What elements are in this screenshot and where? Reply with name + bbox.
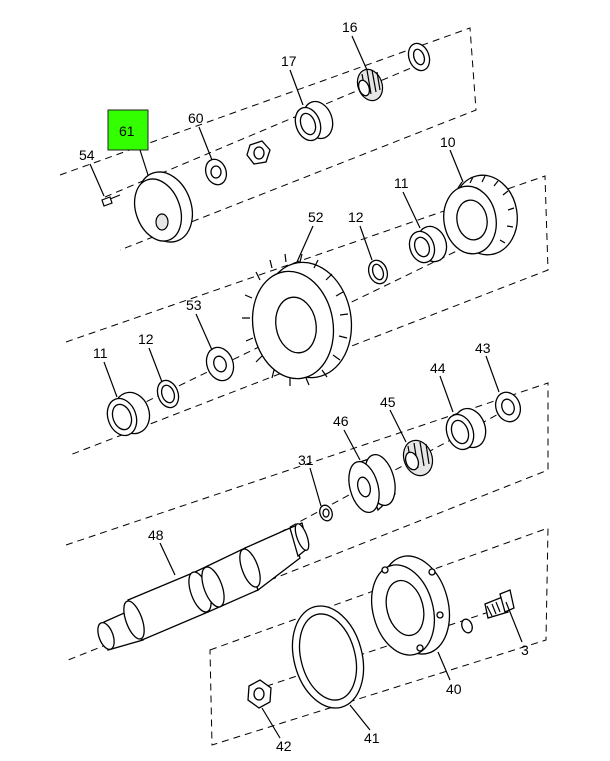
callout-31[interactable]: 31 (298, 452, 314, 468)
highlight-box-61 (107, 109, 149, 151)
boundary-top (59, 27, 477, 251)
part-washer-top-right[interactable] (405, 40, 433, 73)
callout-17[interactable]: 17 (281, 53, 297, 69)
callout-16[interactable]: 16 (342, 19, 358, 35)
part-52-large-gear[interactable] (242, 253, 360, 386)
axis-bottom (254, 609, 496, 691)
part-61-cover[interactable] (126, 164, 201, 249)
callout-48[interactable]: 48 (148, 527, 164, 543)
callout-53[interactable]: 53 (186, 297, 202, 313)
part-17-bearing-cup[interactable] (291, 97, 338, 144)
callout-11-lower[interactable]: 11 (93, 345, 108, 361)
part-16-bearing-cone[interactable] (353, 66, 386, 104)
callout-42[interactable]: 42 (276, 738, 292, 754)
part-46-spacer[interactable] (344, 451, 401, 515)
callout-40[interactable]: 40 (446, 681, 462, 697)
part-48-shaft[interactable] (95, 522, 312, 651)
part-41-gasket[interactable] (282, 598, 375, 716)
leader-lines (89, 35, 523, 739)
part-12-ring-lower[interactable] (154, 377, 182, 410)
part-3-bolt[interactable] (484, 589, 515, 619)
part-10-gear[interactable] (438, 170, 523, 260)
part-54-bolt[interactable] (101, 194, 121, 207)
callout-60[interactable]: 60 (188, 110, 204, 126)
part-43-washer[interactable] (492, 389, 525, 425)
callout-12-lower[interactable]: 12 (138, 331, 154, 347)
callout-44[interactable]: 44 (430, 360, 446, 376)
callout-45[interactable]: 45 (380, 394, 396, 410)
part-45-bearing-cone[interactable] (399, 436, 438, 479)
callout-10[interactable]: 10 (440, 134, 456, 150)
part-53-washer[interactable] (202, 344, 238, 385)
callout-11-upper[interactable]: 11 (394, 175, 409, 191)
part-40-housing[interactable] (362, 548, 460, 662)
callout-54[interactable]: 54 (79, 147, 95, 163)
part-11-bearing-upper[interactable] (405, 222, 451, 266)
callout-46[interactable]: 46 (333, 413, 349, 429)
part-42-nut[interactable] (247, 679, 272, 709)
callout-41[interactable]: 41 (364, 730, 380, 746)
callout-61[interactable]: 61 (119, 123, 135, 139)
callout-labels: 16 17 60 61 54 10 11 12 52 53 12 11 43 4… (79, 19, 529, 754)
boundary-bottom (209, 527, 549, 746)
callout-3[interactable]: 3 (521, 642, 529, 658)
callout-12-upper[interactable]: 12 (348, 209, 364, 225)
part-60-washer[interactable] (202, 156, 230, 187)
part-11-bearing-lower[interactable] (102, 387, 155, 439)
boundary-lower (65, 382, 549, 661)
callout-43[interactable]: 43 (475, 340, 491, 356)
part-31-washer[interactable] (318, 503, 335, 522)
part-12-ring-upper[interactable] (365, 258, 390, 287)
part-nut-top[interactable] (246, 140, 271, 165)
callout-52[interactable]: 52 (308, 209, 324, 225)
part-lockwasher[interactable] (460, 618, 474, 635)
part-44-bearing-cup[interactable] (442, 404, 491, 453)
